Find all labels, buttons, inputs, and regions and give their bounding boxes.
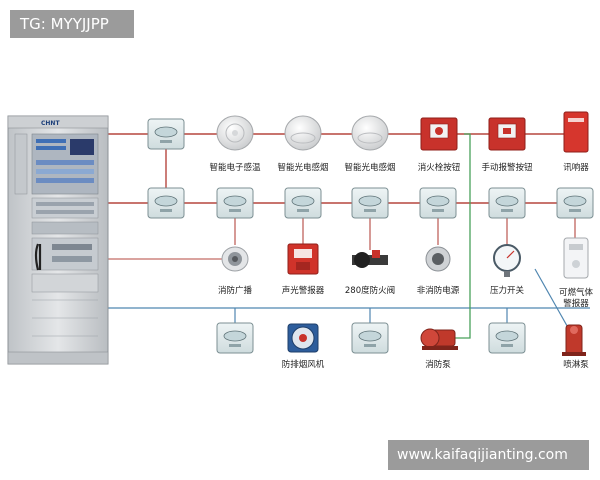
drop-lines [234,218,576,250]
sprinkler-pump-icon [562,324,586,356]
label-fire-damper: 280度防火阀 [345,285,395,296]
label-smart-smoke-detector: 智能光电感烟 [277,162,328,173]
site-url-watermark: www.kaifaqijianting.com [388,440,589,470]
io-module-icon [147,118,185,150]
label-manual-alarm-button: 手动报警按钮 [481,162,533,173]
fire-alarm-control-cabinet: CHNT [7,115,109,365]
strobe-siren-icon [287,243,319,275]
label-sounder: 讯响器 [563,162,589,173]
io-module-icon [216,187,254,219]
label-sprinkler-pump: 喷淋泵 [563,359,589,370]
label-non-fire-power: 非消防电源 [417,285,460,296]
gas-detector-icon [563,237,589,279]
panel-brand: CHNT [41,120,60,127]
smoke-detector-icon [284,115,322,151]
label-smoke-exhaust-fan: 防排烟风机 [282,359,325,370]
io-module-icon [284,187,322,219]
field-devices [216,111,589,356]
io-module-icon [216,322,254,354]
heat-detector-icon [216,115,254,151]
tg-watermark-tag: TG: MYYJJPP [10,10,134,38]
io-module-icon [147,187,185,219]
label-gas-alarm: 警报器 [563,298,589,309]
smoke-detector-icon [351,115,389,151]
fire-pump-icon [420,328,458,350]
label-smart-heat-detector: 智能电子感温 [209,162,261,173]
io-modules [147,118,594,354]
io-module-icon [419,187,457,219]
label-gas-alarm: 可燃气体 [559,287,594,298]
io-module-icon [351,187,389,219]
green-hydrant-line [450,133,471,339]
device-labels: 智能电子感温 智能光电感烟 智能光电感烟 消火栓按钮 手动报警按钮 讯响器 消防… [209,162,593,370]
power-switch-icon [425,246,451,272]
label-pressure-switch: 压力开关 [490,285,525,296]
sounder-icon [563,111,589,153]
hydrant-button-icon [420,117,458,151]
speaker-icon [221,246,249,272]
label-smart-smoke-detector: 智能光电感烟 [344,162,395,173]
pressure-gauge-icon [493,244,521,277]
label-hydrant-button: 消火栓按钮 [418,162,461,173]
label-fire-broadcast: 消防广播 [218,285,253,296]
io-module-icon [351,322,389,354]
label-sound-light-alarm: 声光警报器 [282,285,325,296]
manual-alarm-button-icon [488,117,526,151]
io-module-icon [488,322,526,354]
smoke-exhaust-fan-icon [287,323,319,353]
fire-damper-valve-icon [352,250,388,268]
io-module-icon [488,187,526,219]
label-fire-pump: 消防泵 [425,359,451,370]
io-module-icon [556,187,594,219]
